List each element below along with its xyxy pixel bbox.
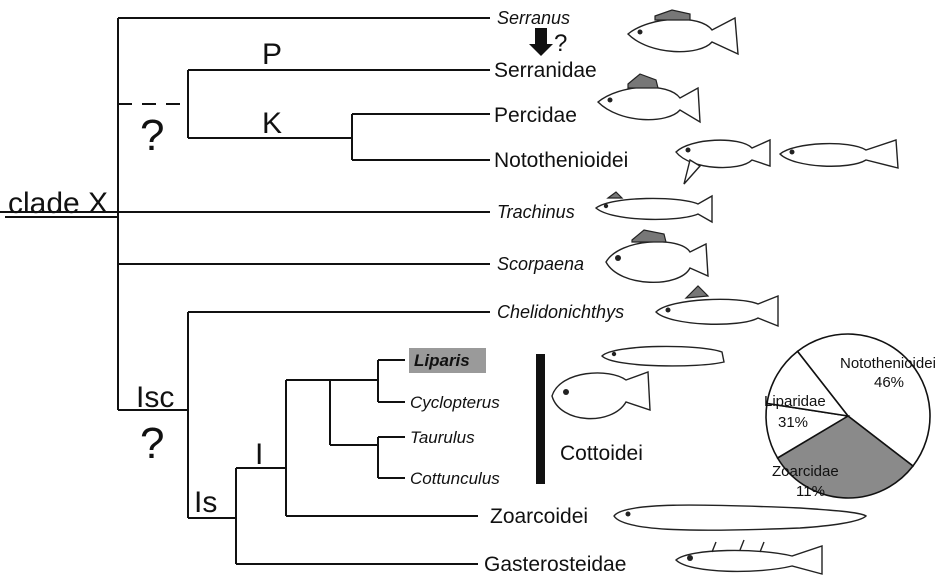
taxon-taurulus: Taurulus bbox=[410, 428, 475, 447]
taxon-percidae: Percidae bbox=[494, 104, 577, 127]
chelidonichthys-fish-icon bbox=[656, 286, 778, 326]
pie-label-notothenioidei: Notothenioidei bbox=[840, 355, 936, 372]
taxon-gasterosteidae: Gasterosteidae bbox=[484, 553, 626, 576]
notothenioidei-fish-icon-1 bbox=[676, 140, 770, 184]
cyclopterus-fish-icon bbox=[552, 372, 650, 419]
taxon-notothenioidei: Notothenioidei bbox=[494, 149, 628, 172]
taxon-liparis: Liparis bbox=[414, 351, 470, 370]
percidae-fish-icon bbox=[598, 74, 700, 122]
taxon-cottunculus: Cottunculus bbox=[410, 469, 500, 488]
pie-label-liparidae: Liparidae bbox=[764, 393, 826, 410]
cottoidei-bracket-bar bbox=[536, 354, 545, 484]
taxon-cottoidei: Cottoidei bbox=[560, 442, 643, 465]
node-label-k: K bbox=[262, 107, 282, 140]
taxon-scorpaena: Scorpaena bbox=[497, 254, 584, 274]
pie-value-liparidae: 31% bbox=[778, 414, 808, 431]
taxon-arrow-question: ? bbox=[554, 30, 567, 57]
pie-value-zoarcidae: 11% bbox=[796, 483, 825, 500]
node-label-p: P bbox=[262, 38, 282, 71]
trachinus-fish-icon bbox=[596, 192, 712, 222]
down-arrow-icon bbox=[529, 28, 553, 56]
pie-value-notothenioidei: 46% bbox=[874, 374, 904, 391]
gasterosteidae-fish-icon bbox=[676, 540, 822, 574]
serranus-fish-icon bbox=[628, 10, 738, 54]
taxon-cyclopterus: Cyclopterus bbox=[410, 393, 500, 412]
node-label-i: I bbox=[255, 438, 263, 471]
notothenioidei-fish-icon-2 bbox=[780, 140, 898, 168]
liparis-fish-icon bbox=[602, 346, 724, 366]
zoarcoidei-fish-icon bbox=[614, 505, 866, 530]
taxon-serranidae: Serranidae bbox=[494, 59, 597, 82]
taxon-chelidonichthys: Chelidonichthys bbox=[497, 302, 624, 322]
node-label-isc: Isc bbox=[136, 381, 174, 414]
root-label: clade X bbox=[8, 187, 108, 220]
taxon-zoarcoidei: Zoarcoidei bbox=[490, 505, 588, 528]
node-label-question-upper: ? bbox=[140, 111, 164, 160]
node-label-question-lower: ? bbox=[140, 419, 164, 468]
node-label-is: Is bbox=[194, 486, 217, 519]
taxon-serranus: Serranus bbox=[497, 8, 570, 28]
scorpaena-fish-icon bbox=[606, 230, 708, 282]
pie-label-zoarcidae: Zoarcidae bbox=[772, 463, 839, 480]
taxon-trachinus: Trachinus bbox=[497, 202, 575, 222]
